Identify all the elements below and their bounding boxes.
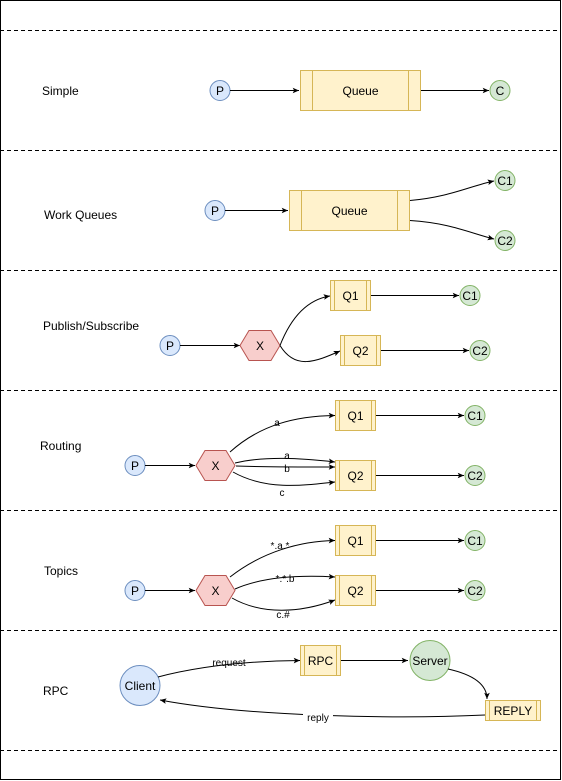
rpc-queue-label: RPC xyxy=(308,654,334,668)
section-title-work-queues: Work Queues xyxy=(44,208,117,222)
routing-exchange-label: X xyxy=(211,459,219,473)
work-edge-queue-c1 xyxy=(409,179,495,201)
pubsub-queue-1-label: Q1 xyxy=(342,289,358,303)
pubsub-consumer-1: C1 xyxy=(459,285,481,306)
simple-queue-label: Queue xyxy=(342,84,378,98)
work-consumer-2-label: C2 xyxy=(497,234,513,248)
topics-consumer-1: C1 xyxy=(464,530,486,551)
section-routing: Routing P X a a b c Q1 Q2 xyxy=(40,400,486,499)
routing-binding-label-q2-a: a xyxy=(284,451,290,462)
work-queue: Queue xyxy=(289,190,410,231)
rpc-server-label: Server xyxy=(412,654,447,668)
section-title-topics: Topics xyxy=(44,564,78,578)
work-consumer-1-label: C1 xyxy=(497,174,513,188)
simple-producer: P xyxy=(209,80,231,101)
rpc-reply-label: reply xyxy=(307,713,329,724)
work-consumer-2: C2 xyxy=(494,230,516,251)
routing-binding-label-q1-a: a xyxy=(274,418,280,429)
routing-queue-1: Q1 xyxy=(335,400,376,431)
section-dividers xyxy=(0,30,561,751)
topics-exchange: X xyxy=(195,575,236,606)
topics-binding-label-q1: *.a.* xyxy=(271,541,290,552)
topics-queue-1-label: Q1 xyxy=(347,534,363,548)
pubsub-queue-2-label: Q2 xyxy=(352,344,368,358)
routing-edge-exchange-q1-a xyxy=(229,412,336,453)
pubsub-consumer-1-label: C1 xyxy=(462,289,478,303)
routing-binding-label-q2-c: c xyxy=(280,488,285,499)
topics-edge-exchange-q2-star xyxy=(234,573,336,590)
work-consumer-1: C1 xyxy=(494,170,516,191)
simple-producer-label: P xyxy=(216,84,224,98)
section-title-publish-subscribe: Publish/Subscribe xyxy=(43,319,139,333)
routing-queue-2-label: Q2 xyxy=(347,469,363,483)
routing-producer: P xyxy=(124,455,146,476)
pubsub-queue-2: Q2 xyxy=(340,335,381,366)
pubsub-exchange: X xyxy=(239,330,281,361)
pubsub-exchange-label: X xyxy=(256,339,264,353)
pubsub-consumer-2-label: C2 xyxy=(472,344,488,358)
simple-queue: Queue xyxy=(300,70,421,111)
topics-producer: P xyxy=(124,580,146,601)
section-simple: Simple P Queue C xyxy=(42,70,511,111)
work-producer: P xyxy=(204,200,226,221)
topics-exchange-label: X xyxy=(211,584,219,598)
section-title-rpc: RPC xyxy=(43,684,69,698)
rpc-queue: RPC xyxy=(300,645,341,676)
routing-exchange: X xyxy=(195,450,236,481)
section-title-simple: Simple xyxy=(42,84,79,98)
routing-edge-exchange-q2-c xyxy=(232,471,336,486)
pubsub-edge-exchange-q1 xyxy=(279,294,331,346)
pubsub-edge-exchange-q2 xyxy=(279,345,341,362)
work-edge-queue-c2 xyxy=(409,220,495,241)
routing-consumer-1: C1 xyxy=(464,405,486,426)
section-rpc: RPC Client request RPC Server REPLY repl… xyxy=(43,640,541,724)
section-title-routing: Routing xyxy=(40,439,81,453)
pubsub-queue-1: Q1 xyxy=(330,280,371,311)
rpc-reply-queue: REPLY xyxy=(485,700,541,721)
topics-binding-label-q2-star: *.*.b xyxy=(276,574,295,585)
topics-queue-1: Q1 xyxy=(335,525,376,556)
simple-consumer-label: C xyxy=(496,84,505,98)
topics-edge-exchange-q1 xyxy=(229,537,336,578)
rpc-client-label: Client xyxy=(125,679,156,693)
topics-edge-exchange-q2-hash xyxy=(231,597,336,611)
section-work-queues: Work Queues P Queue C1 C2 xyxy=(44,170,516,251)
topics-producer-label: P xyxy=(131,584,139,598)
work-producer-label: P xyxy=(211,204,219,218)
routing-producer-label: P xyxy=(131,459,139,473)
rpc-server: Server xyxy=(409,640,451,681)
topics-consumer-2: C2 xyxy=(464,580,486,601)
pubsub-producer-label: P xyxy=(166,339,174,353)
rpc-edge-client-rpc xyxy=(157,657,301,678)
pubsub-consumer-2: C2 xyxy=(469,340,491,361)
routing-queue-2: Q2 xyxy=(335,460,376,491)
section-publish-subscribe: Publish/Subscribe P X Q1 Q2 C1 xyxy=(43,280,491,366)
topics-consumer-2-label: C2 xyxy=(467,584,483,598)
simple-consumer: C xyxy=(489,80,511,101)
routing-consumer-1-label: C1 xyxy=(467,409,483,423)
topics-consumer-1-label: C1 xyxy=(467,534,483,548)
section-topics: Topics P X *.a.* *.*.b c.# Q1 Q2 xyxy=(44,525,486,621)
routing-edge-exchange-q2-b xyxy=(235,464,336,470)
topics-queue-2: Q2 xyxy=(335,575,376,606)
rpc-request-label: request xyxy=(212,658,246,669)
topics-queue-2-label: Q2 xyxy=(347,584,363,598)
routing-queue-1-label: Q1 xyxy=(347,409,363,423)
rpc-reply-label-bg xyxy=(303,711,333,723)
pubsub-producer: P xyxy=(159,335,181,356)
routing-edge-exchange-q2-a xyxy=(234,457,336,465)
routing-consumer-2: C2 xyxy=(464,465,486,486)
rpc-reply-queue-label: REPLY xyxy=(494,704,532,718)
routing-consumer-2-label: C2 xyxy=(467,469,483,483)
work-queue-label: Queue xyxy=(331,204,367,218)
topics-binding-label-q2-hash: c.# xyxy=(276,610,290,621)
routing-binding-label-q2-b: b xyxy=(284,464,290,475)
rpc-client: Client xyxy=(119,665,161,706)
rpc-edge-server-reply xyxy=(447,668,490,700)
